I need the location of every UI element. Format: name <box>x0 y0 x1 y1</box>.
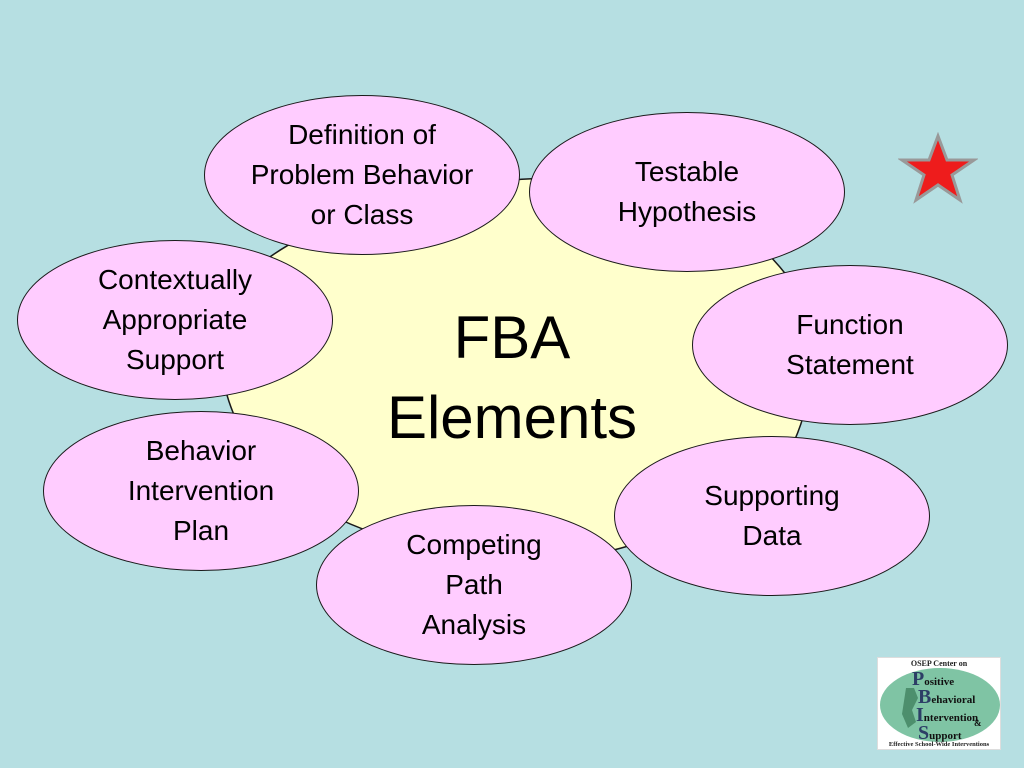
logo-bottom-text: Effective School-Wide Interventions <box>888 741 990 748</box>
oval-supporting-data-label: Supporting Data <box>704 480 840 551</box>
oval-behavior-intervention-plan-label: Behavior Intervention Plan <box>127 435 275 546</box>
logo-letter-p: P <box>912 668 925 690</box>
oval-definition-label: Definition of Problem Behavior or Class <box>250 119 474 230</box>
pbis-logo: OSEP Center on Positive Behavioral Inter… <box>877 657 1001 750</box>
logo-word-intervention: ntervention <box>923 712 979 724</box>
center-title: FBA Elements <box>386 304 638 451</box>
oval-contextually-appropriate: Contextually Appropriate Support <box>17 240 333 400</box>
logo-letter-b: B <box>918 686 932 708</box>
oval-testable-hypothesis: Testable Hypothesis <box>529 112 845 272</box>
logo-word-positive: ositive <box>924 676 955 688</box>
oval-function-statement: Function Statement <box>692 265 1008 425</box>
oval-testable-hypothesis-label: Testable Hypothesis <box>617 156 757 227</box>
logo-letter-s: S <box>918 722 930 744</box>
oval-competing-path-label: Competing Path Analysis <box>406 529 542 640</box>
logo-line-positive: Positive <box>912 668 954 691</box>
oval-supporting-data: Supporting Data <box>614 436 930 596</box>
logo-line-behavioral: Behavioral <box>918 686 975 709</box>
oval-behavior-intervention-plan: Behavior Intervention Plan <box>43 411 359 571</box>
star-icon <box>898 132 978 204</box>
oval-competing-path: Competing Path Analysis <box>316 505 632 665</box>
oval-contextually-appropriate-label: Contextually Appropriate Support <box>97 264 253 375</box>
logo-line-intervention: Intervention <box>916 704 978 727</box>
logo-word-support: upport <box>929 730 962 742</box>
logo-line-support: Support <box>918 722 962 745</box>
logo-amp: & <box>974 718 982 728</box>
oval-definition: Definition of Problem Behavior or Class <box>204 95 520 255</box>
logo-word-behavioral: ehavioral <box>931 694 976 706</box>
pbis-logo-emblem <box>880 668 1000 742</box>
logo-letter-i: I <box>916 704 924 726</box>
logo-top-text: OSEP Center on <box>910 659 968 668</box>
oval-function-statement-label: Function Statement <box>786 309 914 380</box>
